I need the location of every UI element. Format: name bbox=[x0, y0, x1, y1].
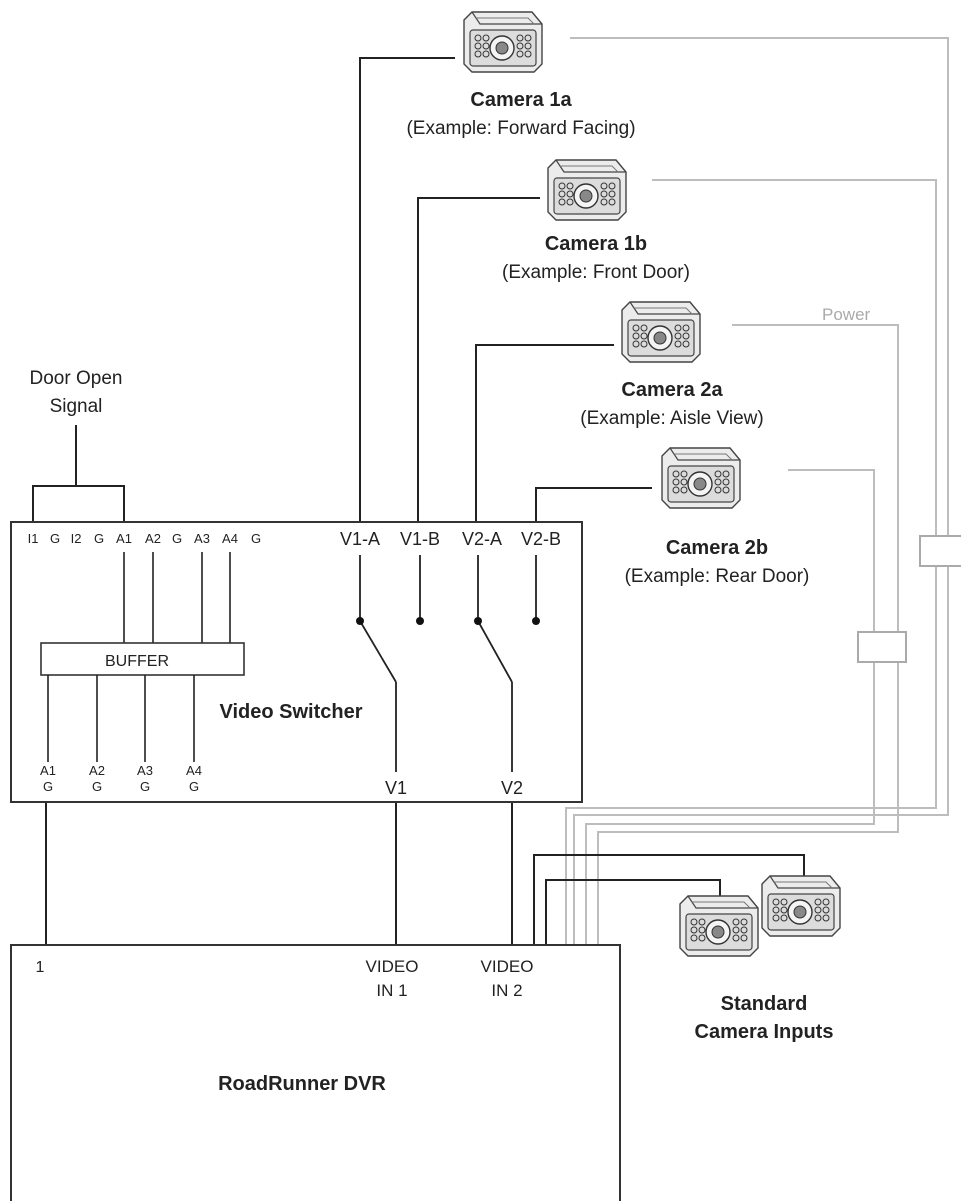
camera-icon bbox=[621, 301, 701, 363]
aux-output-g: G bbox=[140, 779, 150, 794]
power-connector-icon bbox=[857, 631, 907, 663]
aux-output-a: A4 bbox=[186, 763, 202, 778]
pin-label: I2 bbox=[71, 531, 82, 546]
camera-2b-example: (Example: Rear Door) bbox=[625, 566, 810, 587]
buffer-outputs bbox=[47, 675, 195, 762]
switch-contacts bbox=[359, 555, 537, 772]
buffer-inputs bbox=[123, 552, 231, 643]
video-input-label: V1-B bbox=[400, 529, 440, 549]
aux-output-a: A3 bbox=[137, 763, 153, 778]
dvr-video-in-1-label: IN 1 bbox=[376, 981, 407, 1000]
dvr-video-in-2-label: VIDEO bbox=[481, 957, 534, 976]
video-switcher-title: Video Switcher bbox=[219, 701, 362, 723]
pin-label: G bbox=[94, 531, 104, 546]
switcher-input-pins: I1 G I2 G A1 A2 G A3 A4 G bbox=[28, 531, 261, 546]
switch-contact-points bbox=[356, 617, 540, 625]
camera-1b-example: (Example: Front Door) bbox=[502, 262, 690, 283]
dvr-title: RoadRunner DVR bbox=[218, 1073, 386, 1095]
video-input-label: V2-A bbox=[462, 529, 502, 549]
camera-2a-example: (Example: Aisle View) bbox=[580, 408, 763, 429]
buffer-label: BUFFER bbox=[105, 653, 169, 670]
camera-2a-name: Camera 2a bbox=[621, 379, 723, 401]
pin-label: G bbox=[251, 531, 261, 546]
aux-output-g: G bbox=[189, 779, 199, 794]
signal-wires bbox=[32, 57, 805, 945]
power-connector-icon bbox=[919, 535, 961, 567]
dvr-input-1-label: 1 bbox=[36, 959, 45, 976]
camera-1a-example: (Example: Forward Facing) bbox=[406, 118, 635, 139]
camera-icon bbox=[661, 447, 741, 509]
aux-output-labels: A1 G A2 G A3 G A4 G bbox=[40, 763, 202, 794]
video-switcher-box bbox=[10, 521, 583, 803]
pin-label: A2 bbox=[145, 531, 161, 546]
camera-2b-name: Camera 2b bbox=[666, 537, 768, 559]
aux-output-g: G bbox=[92, 779, 102, 794]
door-signal-label: Door Open bbox=[30, 368, 123, 389]
pin-label: A1 bbox=[116, 531, 132, 546]
video-output-label: V2 bbox=[501, 778, 523, 798]
video-output-label: V1 bbox=[385, 778, 407, 798]
camera-icon bbox=[679, 895, 759, 957]
dvr-video-in-2-label: IN 2 bbox=[491, 981, 522, 1000]
aux-output-a: A2 bbox=[89, 763, 105, 778]
aux-output-a: A1 bbox=[40, 763, 56, 778]
standard-inputs-label: Standard bbox=[721, 993, 808, 1015]
dvr-video-in-1-label: VIDEO bbox=[366, 957, 419, 976]
camera-1a-name: Camera 1a bbox=[470, 89, 572, 111]
power-wires bbox=[565, 37, 949, 945]
pin-label: A4 bbox=[222, 531, 238, 546]
aux-output-g: G bbox=[43, 779, 53, 794]
camera-1b-name: Camera 1b bbox=[545, 233, 647, 255]
camera-icon bbox=[463, 11, 543, 73]
camera-icon bbox=[761, 875, 841, 937]
dvr-box bbox=[10, 944, 621, 1201]
pin-label: I1 bbox=[28, 531, 39, 546]
video-input-label: V2-B bbox=[521, 529, 561, 549]
buffer-block bbox=[40, 642, 245, 676]
door-signal-label: Signal bbox=[50, 396, 103, 417]
power-label: Power bbox=[822, 305, 871, 324]
pin-label: G bbox=[172, 531, 182, 546]
pin-label: A3 bbox=[194, 531, 210, 546]
video-input-label: V1-A bbox=[340, 529, 380, 549]
camera-icon bbox=[547, 159, 627, 221]
pin-label: G bbox=[50, 531, 60, 546]
standard-inputs-label: Camera Inputs bbox=[695, 1021, 834, 1043]
